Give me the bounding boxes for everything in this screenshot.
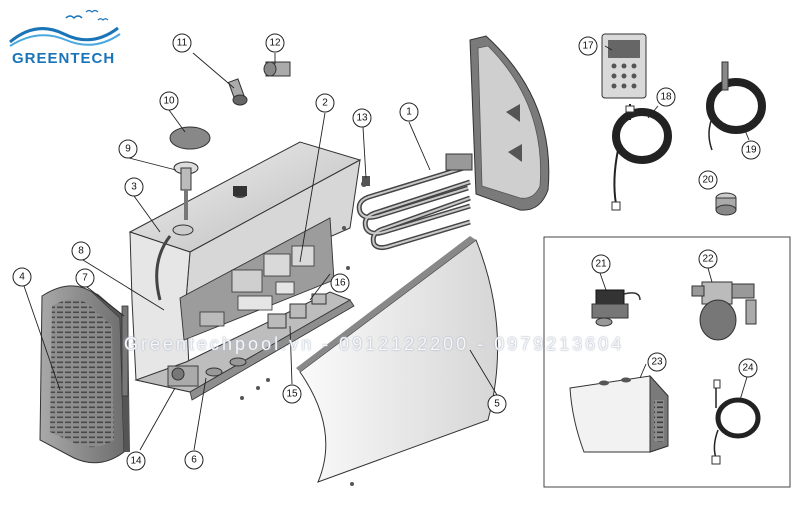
svg-text:17: 17 (582, 41, 594, 52)
svg-text:5: 5 (494, 399, 500, 410)
callout-22: 22 (698, 249, 718, 269)
base-components (167, 293, 327, 387)
callout-12: 12 (265, 33, 285, 53)
svg-text:21: 21 (595, 259, 607, 270)
callout-10: 10 (159, 91, 179, 111)
heating-element-part-highlight (358, 165, 471, 249)
svg-text:7: 7 (82, 273, 88, 284)
front-cover-part (296, 236, 499, 483)
svg-text:15: 15 (286, 389, 298, 400)
svg-text:1: 1 (406, 107, 412, 118)
svg-text:6: 6 (191, 455, 197, 466)
callout-9: 9 (118, 139, 138, 159)
callout-1: 1 (399, 102, 419, 122)
callout-3: 3 (124, 177, 144, 197)
callout-16: 16 (330, 273, 350, 293)
side-panel-part (39, 285, 130, 464)
callout-23: 23 (647, 352, 667, 372)
svg-text:14: 14 (130, 456, 142, 467)
steam-generator-unit-part (569, 374, 669, 453)
callout-19: 19 (741, 140, 761, 160)
small-fittings (169, 61, 370, 220)
heating-element-part (356, 163, 471, 251)
callout-14: 14 (126, 451, 146, 471)
control-panel-part (601, 33, 647, 99)
svg-text:23: 23 (651, 357, 663, 368)
flange-plate-part (469, 35, 550, 211)
callout-11: 11 (172, 33, 192, 53)
svg-text:20: 20 (702, 175, 714, 186)
heating-element-head (445, 153, 473, 171)
callout-24: 24 (738, 358, 758, 378)
svg-text:9: 9 (125, 144, 131, 155)
cable-coil-part (611, 104, 672, 211)
svg-text:3: 3 (131, 182, 137, 193)
callout-17: 17 (578, 36, 598, 56)
watermark-text: Greentechpool.vn - 0912122200 - 09792136… (124, 334, 625, 354)
brand-name: GREENTECH (12, 50, 116, 67)
svg-text:10: 10 (163, 96, 175, 107)
svg-text:13: 13 (356, 113, 368, 124)
svg-text:24: 24 (742, 363, 754, 374)
callout-8: 8 (71, 241, 91, 261)
brand-logo: GREENTECH (6, 6, 126, 68)
svg-text:4: 4 (19, 272, 25, 283)
callout-21: 21 (591, 254, 611, 274)
callout-13: 13 (352, 108, 372, 128)
callout-15: 15 (282, 384, 302, 404)
callout-6: 6 (184, 450, 204, 470)
callout-2: 2 (315, 93, 335, 113)
callout-18: 18 (656, 87, 676, 107)
svg-text:2: 2 (322, 98, 328, 109)
leader-lines (23, 45, 750, 451)
sensor-cable-part (706, 61, 766, 151)
svg-text:22: 22 (702, 254, 714, 265)
svg-text:18: 18 (660, 92, 672, 103)
cap-part (715, 192, 737, 216)
svg-text:12: 12 (269, 38, 281, 49)
svg-text:19: 19 (745, 145, 757, 156)
pump-part (691, 281, 757, 341)
callout-4: 4 (12, 267, 32, 287)
callout-20: 20 (698, 170, 718, 190)
svg-text:8: 8 (78, 246, 84, 257)
rod-part (121, 305, 129, 397)
svg-text:11: 11 (177, 38, 188, 49)
callout-5: 5 (487, 394, 507, 414)
cable-coil-small-part (711, 379, 761, 465)
wave-logo-icon (9, 9, 121, 47)
svg-text:16: 16 (334, 278, 346, 289)
solenoid-valve-part (591, 289, 641, 327)
callout-7: 7 (75, 268, 95, 288)
control-board-part (179, 217, 335, 341)
